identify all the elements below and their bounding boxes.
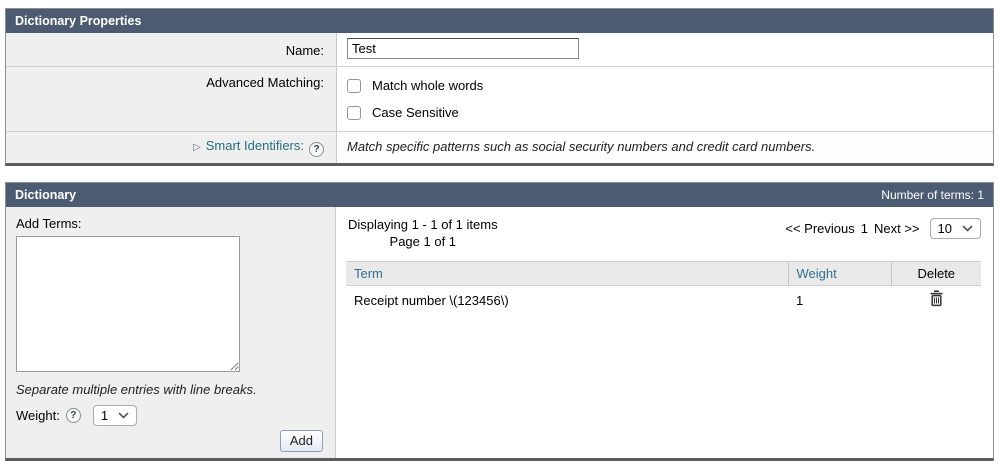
chevron-down-icon bbox=[962, 225, 973, 232]
displaying-block: Displaying 1 - 1 of 1 items Page 1 of 1 bbox=[348, 216, 498, 250]
smart-identifiers-row: ▷ Smart Identifiers:? Match specific patt… bbox=[6, 131, 993, 163]
name-row: Name: bbox=[6, 33, 993, 66]
weight-cell: 1 bbox=[796, 292, 804, 308]
dictionary-header: Dictionary Number of terms: 1 bbox=[6, 183, 993, 207]
delete-cell bbox=[891, 286, 981, 315]
page-size-value: 10 bbox=[937, 221, 952, 236]
advanced-matching-row: Advanced Matching: Match whole words Cas… bbox=[6, 66, 993, 131]
add-terms-label: Add Terms: bbox=[16, 216, 82, 231]
match-whole-words-option: Match whole words bbox=[347, 72, 983, 99]
add-button[interactable]: Add bbox=[279, 430, 323, 452]
advanced-matching-options: Match whole words Case Sensitive bbox=[336, 67, 993, 131]
displaying-text: Displaying 1 - 1 of 1 items bbox=[348, 217, 498, 232]
dictionary-properties-title: Dictionary Properties bbox=[15, 14, 142, 28]
add-row: Add bbox=[16, 430, 325, 452]
case-sensitive-label: Case Sensitive bbox=[372, 105, 459, 120]
dictionary-body: Add Terms: Separate multiple entries wit… bbox=[6, 207, 993, 458]
separate-hint: Separate multiple entries with line brea… bbox=[16, 382, 257, 397]
case-sensitive-option: Case Sensitive bbox=[347, 99, 983, 126]
add-terms-textarea[interactable] bbox=[16, 236, 240, 372]
number-of-terms: Number of terms: 1 bbox=[881, 188, 984, 202]
dictionary-panel: Dictionary Number of terms: 1 Add Terms:… bbox=[5, 182, 994, 461]
case-sensitive-checkbox[interactable] bbox=[347, 105, 361, 120]
weight-select-value: 1 bbox=[100, 408, 109, 423]
delete-column-header: Delete bbox=[890, 261, 981, 286]
terms-list-pane: Displaying 1 - 1 of 1 items Page 1 of 1 … bbox=[336, 207, 993, 458]
trash-icon[interactable] bbox=[929, 290, 944, 310]
name-input[interactable] bbox=[347, 38, 579, 59]
smart-identifiers-link[interactable]: Smart Identifiers: bbox=[205, 138, 304, 153]
previous-button[interactable]: << Previous bbox=[785, 221, 855, 236]
pager: << Previous 1 Next >> 10 bbox=[785, 218, 981, 239]
match-whole-words-checkbox[interactable] bbox=[347, 78, 361, 93]
table-row: Receipt number \(123456\) 1 bbox=[346, 286, 981, 315]
add-terms-pane: Add Terms: Separate multiple entries wit… bbox=[6, 207, 336, 458]
page-size-select[interactable]: 10 bbox=[929, 218, 981, 239]
weight-row: Weight: ? 1 bbox=[16, 405, 325, 426]
dictionary-title: Dictionary bbox=[15, 188, 77, 202]
next-button[interactable]: Next >> bbox=[874, 221, 920, 236]
panel-gap bbox=[5, 166, 994, 182]
terms-table-header-row: Term Weight Delete bbox=[346, 261, 981, 286]
dictionary-properties-header: Dictionary Properties bbox=[6, 9, 993, 33]
expand-triangle-icon[interactable]: ▷ bbox=[193, 142, 201, 153]
weight-label: Weight: bbox=[16, 408, 60, 423]
advanced-matching-label: Advanced Matching: bbox=[6, 67, 336, 131]
name-field-cell bbox=[336, 33, 993, 66]
term-cell: Receipt number \(123456\) bbox=[354, 292, 509, 308]
weight-column-header[interactable]: Weight bbox=[787, 261, 891, 286]
chevron-down-icon bbox=[118, 412, 129, 419]
weight-help-icon[interactable]: ? bbox=[65, 408, 81, 423]
dictionary-properties-panel: Dictionary Properties Name: Advanced Mat… bbox=[5, 8, 994, 166]
smart-identifiers-cell: ▷ Smart Identifiers:? bbox=[6, 132, 336, 163]
name-label: Name: bbox=[6, 33, 336, 66]
page-text: Page 1 of 1 bbox=[389, 234, 457, 249]
term-column-header[interactable]: Term bbox=[354, 266, 383, 281]
current-page-number[interactable]: 1 bbox=[860, 221, 868, 236]
terms-table: Term Weight Delete Receipt number \(1234… bbox=[346, 261, 981, 314]
match-whole-words-label: Match whole words bbox=[372, 78, 484, 93]
smart-identifiers-help-icon[interactable]: ? bbox=[309, 142, 324, 157]
weight-select[interactable]: 1 bbox=[92, 405, 138, 426]
list-top-bar: Displaying 1 - 1 of 1 items Page 1 of 1 … bbox=[346, 216, 981, 250]
smart-identifiers-description: Match specific patterns such as social s… bbox=[336, 132, 993, 163]
